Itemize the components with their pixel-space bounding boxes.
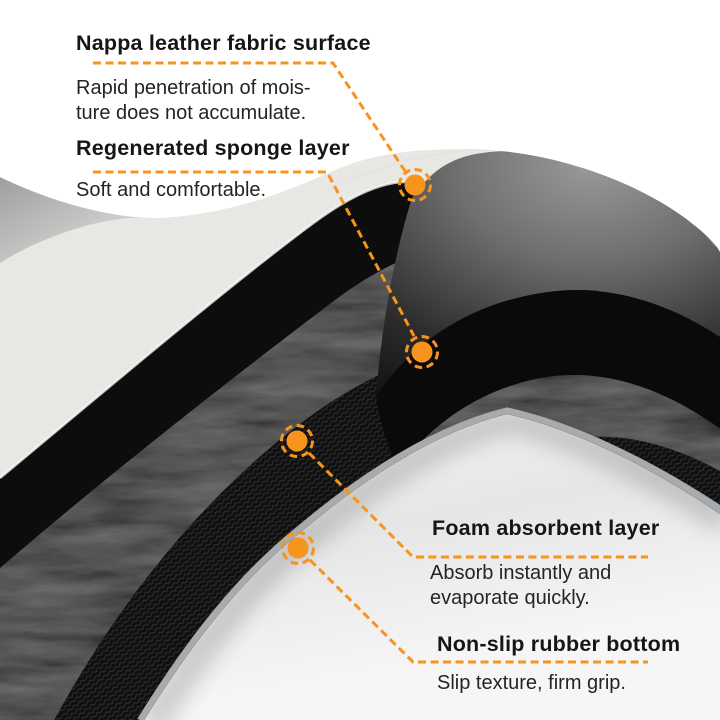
callout-nappa-leather: Nappa leather fabric surface Rapid penet…	[76, 31, 371, 126]
leader-line-foam	[307, 451, 648, 559]
leader-line-nappa	[93, 61, 409, 175]
callout-rubber-bottom: Non-slip rubber bottom Slip texture, fir…	[437, 632, 680, 696]
callout-title: Regenerated sponge layer	[76, 136, 350, 160]
callout-foam-layer: Foam absorbent layer Absorb instantly an…	[430, 516, 659, 611]
callout-desc-line: evaporate quickly.	[430, 587, 590, 609]
layer-leather-top	[0, 177, 155, 263]
callout-desc-line: ture does not accumulate.	[76, 102, 307, 124]
mat-shadow	[137, 404, 720, 720]
callout-desc-line: Slip texture, firm grip.	[437, 672, 626, 694]
dot-nappa	[398, 168, 432, 202]
leader-line-rubber	[308, 558, 648, 664]
callout-desc-line: Absorb instantly and	[430, 562, 612, 584]
roll-cavity	[376, 290, 720, 470]
dot-rubber	[281, 531, 315, 565]
dot-sponge	[405, 335, 439, 369]
rolled-edge	[376, 150, 720, 396]
layer-rubber-rim	[137, 407, 720, 720]
callout-title: Foam absorbent layer	[432, 516, 660, 540]
callout-title: Non-slip rubber bottom	[437, 632, 681, 656]
callout-desc-line: Rapid penetration of mois-	[76, 77, 311, 99]
callout-sponge-layer: Regenerated sponge layer Soft and comfor…	[76, 136, 350, 203]
leader-line-sponge	[93, 170, 416, 337]
callout-title: Nappa leather fabric surface	[76, 31, 371, 55]
callout-desc-line: Soft and comfortable.	[76, 179, 267, 201]
dot-foam	[280, 424, 314, 458]
roll-inner-foam	[398, 374, 720, 522]
